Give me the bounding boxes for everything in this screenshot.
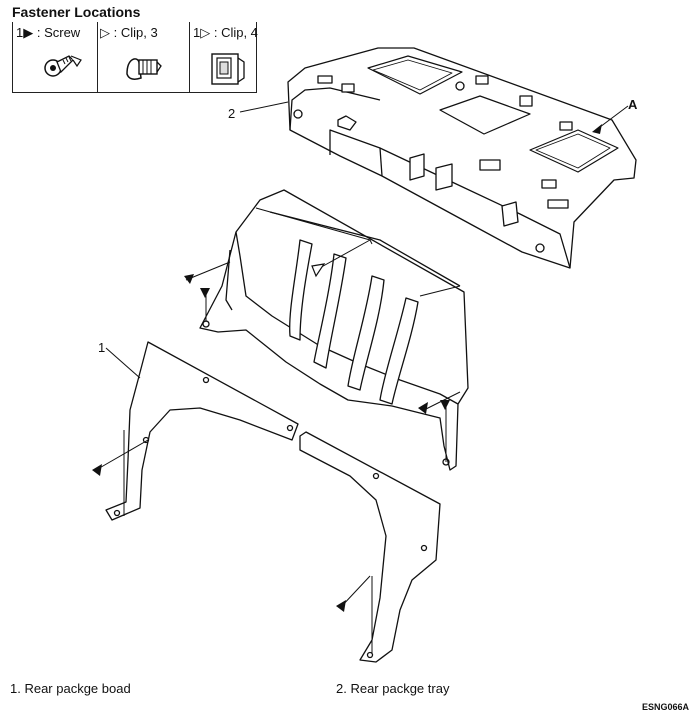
side-trim-right [299, 431, 441, 663]
push-clip-icon [126, 58, 162, 80]
rear-package-board [199, 189, 469, 471]
legend-clip-4: 1▷ : Clip, 4 [190, 22, 258, 93]
fastener-markers [92, 124, 602, 612]
rear-package-tray [287, 47, 637, 269]
clip-marker [311, 263, 326, 278]
caption-rear-package-board: 1. Rear packge boad [10, 681, 131, 696]
legend-screw: 1▶ : Screw [12, 22, 98, 93]
side-trim-left [105, 341, 299, 521]
callout-1: 1 [98, 340, 106, 355]
figure-code: ESNG066A [641, 702, 689, 712]
legend-clip-4-label: 1▷ : Clip, 4 [193, 25, 258, 40]
screw-icon [44, 55, 82, 77]
bracket-clip-icon [211, 53, 245, 85]
fastener-locations-title: Fastener Locations [12, 4, 141, 20]
callout-2: 2 [228, 106, 236, 121]
callout-a: A [628, 97, 638, 112]
caption-rear-package-tray: 2. Rear packge tray [336, 681, 450, 696]
legend-clip-3-label: ▷ : Clip, 3 [100, 25, 158, 40]
leader-lines [95, 101, 629, 654]
legend-screw-label: 1▶ : Screw [16, 25, 81, 40]
legend-clip-3: ▷ : Clip, 3 [97, 22, 190, 93]
